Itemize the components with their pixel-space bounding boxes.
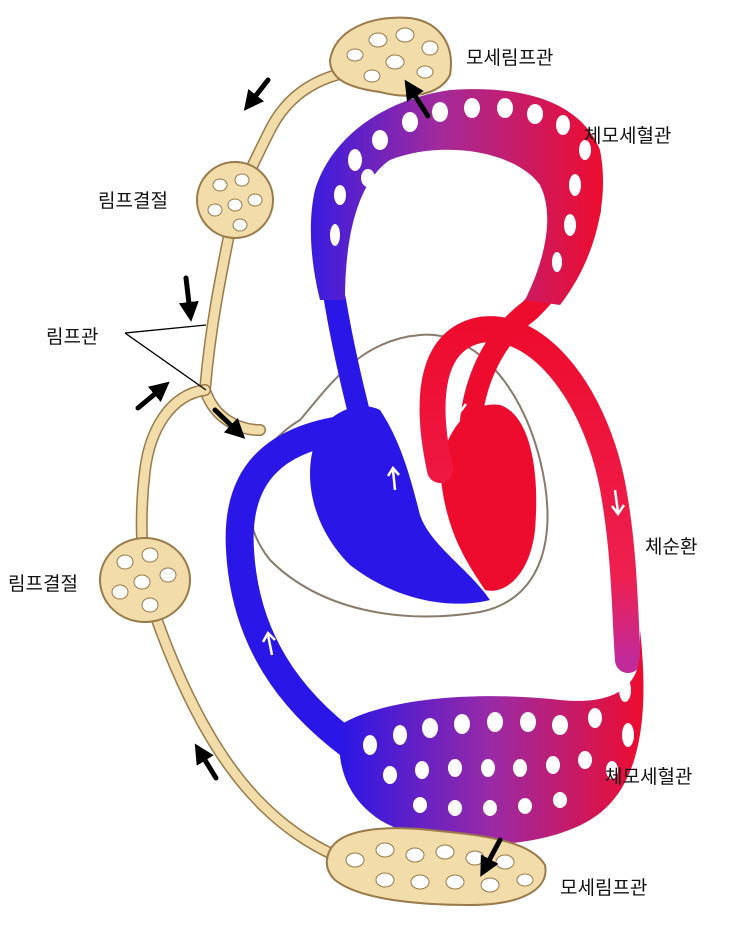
arrow-4 bbox=[212, 407, 246, 439]
lymph-flow-arrows bbox=[135, 77, 503, 877]
label-lymph-node-lower: 림프결절 bbox=[8, 573, 78, 595]
aortic-arch bbox=[419, 316, 641, 673]
arrow-6 bbox=[404, 79, 431, 119]
lymph-vessel-leaders bbox=[124, 324, 207, 391]
lymph-capillary-bottom bbox=[325, 827, 547, 907]
vena-cava-superior bbox=[324, 289, 396, 521]
label-lymph-capillary-top: 모세림프관 bbox=[466, 47, 554, 69]
lower-capillary-mesh bbox=[363, 678, 634, 816]
right-heart bbox=[310, 406, 490, 604]
label-systemic-capillary-bottom: 체모세혈관 bbox=[605, 766, 693, 788]
lymph-node-upper bbox=[196, 161, 274, 239]
label-systemic-circulation: 체순환 bbox=[645, 536, 698, 558]
label-lymph-capillary-bottom: 모세림프관 bbox=[560, 877, 648, 899]
lower-capillary-bed bbox=[339, 630, 644, 845]
arrow-1 bbox=[243, 77, 271, 111]
lymph-node-lower bbox=[99, 537, 191, 623]
arrow-7 bbox=[480, 837, 503, 877]
flow-arrows bbox=[261, 389, 626, 656]
left-heart bbox=[440, 404, 537, 591]
label-lymph-node-upper: 림프결절 bbox=[98, 190, 168, 212]
label-systemic-capillary-top: 체모세혈관 bbox=[584, 125, 672, 147]
arrow-5 bbox=[194, 743, 219, 781]
label-lymph-vessel: 림프관 bbox=[46, 326, 99, 348]
upper-capillary-mesh bbox=[330, 98, 591, 272]
lymph-capillary-top bbox=[328, 16, 452, 97]
vena-cava-inferior bbox=[225, 416, 364, 759]
arrow-3 bbox=[135, 381, 170, 411]
arrow-2 bbox=[178, 275, 199, 322]
